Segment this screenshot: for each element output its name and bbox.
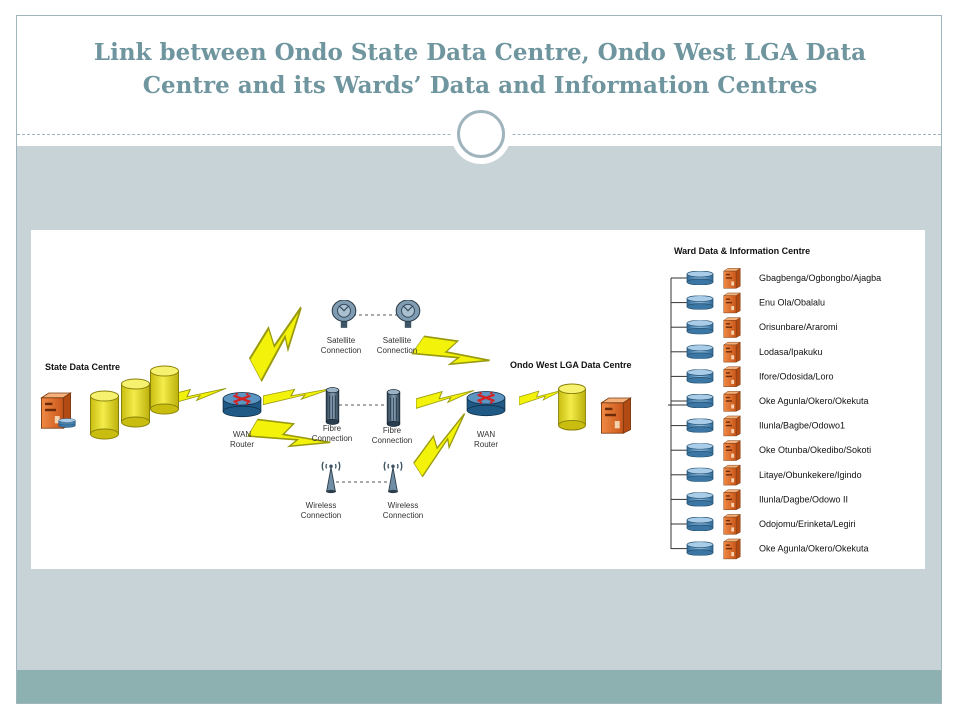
fibre-right-icon [386,389,401,427]
slide-title: Link between Ondo State Data Centre, Ond… [40,36,920,102]
fibre-right-label-2: Connection [372,436,412,445]
ward-row: Oke Agunla/Okero/Okekuta [686,538,869,560]
ornament-ring-icon [457,110,505,158]
ward-server-icon [723,366,741,388]
slide-frame [16,15,942,704]
ward-row: Ilunla/Bagbe/Odowo1 [686,415,845,437]
wan-router-left-label-2: Router [230,440,254,449]
wireless-left-label-2: Connection [301,511,341,520]
state-database-icon-2 [120,378,151,428]
wan-router-left-label-1: WAN [233,430,252,439]
fibre-left-label-1: Fibre [323,424,342,433]
ward-disk-icon [686,492,714,507]
ward-disk-icon [686,320,714,335]
lga-data-centre-label: Ondo West LGA Data Centre [510,360,632,370]
fibre-left-label-2: Connection [312,434,352,443]
ward-branch-lines [671,277,687,550]
ward-row: Oke Otunba/Okedibo/Sokoti [686,440,871,461]
ward-server-icon [723,341,741,363]
ward-centre-header: Ward Data & Information Centre [674,246,810,256]
ward-row: Odojomu/Erinketa/Legiri [686,513,856,535]
ward-disk-icon [686,443,714,458]
ward-disk-icon [686,369,714,384]
title-line-1: Link between Ondo State Data Centre, Ond… [93,39,867,66]
ward-name-label: Enu Ola/Obalalu [759,298,825,308]
ward-disk-icon [686,517,714,531]
ward-disk-icon [686,541,714,556]
state-disk-icon [58,418,76,428]
ward-row: Litaye/Obunkekere/Igindo [686,464,862,486]
fibre-right-label-1: Fibre [383,426,402,435]
ward-disk-icon [686,344,714,359]
wan-router-right-icon [465,390,507,417]
ward-name-label: Odojomu/Erinketa/Legiri [759,519,856,529]
state-data-centre-label: State Data Centre [45,362,120,372]
ward-name-label: Oke Otunba/Okedibo/Sokoti [759,445,871,455]
lga-database-icon [558,383,586,431]
ward-server-icon [723,513,741,535]
footer-band [17,670,941,703]
ward-row: Orisunbare/Araromi [686,317,838,338]
ward-server-icon [723,317,741,338]
wan-router-right-label-1: WAN [477,430,496,439]
ward-disk-icon [686,418,714,433]
ward-row: Gbagbenga/Ogbongbo/Ajagba [686,267,881,289]
ward-name-label: Gbagbenga/Ogbongbo/Ajagba [759,273,881,283]
ward-name-label: Lodasa/Ipakuku [759,347,823,357]
ward-server-icon [723,267,741,289]
network-diagram: State Data Centre WAN Router Satellite C… [31,230,925,569]
wireless-right-label-2: Connection [383,511,423,520]
ward-row: Lodasa/Ipakuku [686,341,823,363]
title-line-2: Centre and its Wards’ Data and Informati… [142,72,818,99]
ward-row: Ifore/Odosida/Loro [686,366,834,388]
ward-name-label: Ifore/Odosida/Loro [759,371,834,381]
ward-server-icon [723,464,741,486]
satellite-right-label-1: Satellite [383,336,412,345]
ward-server-icon [723,489,741,511]
satellite-left-label-2: Connection [321,346,361,355]
ward-disk-icon [686,467,714,482]
ward-server-icon [723,538,741,560]
ward-name-label: Ilunla/Bagbe/Odowo1 [759,421,845,431]
ward-server-icon [723,440,741,461]
ward-row: Ilunla/Dagbe/Odowo II [686,489,848,511]
wireless-right-label-1: Wireless [388,501,419,510]
wan-router-left-icon [221,391,263,418]
ward-disk-icon [686,295,714,310]
ward-name-label: Orisunbare/Araromi [759,322,838,332]
ward-server-icon [723,390,741,412]
ward-disk-icon [686,271,714,285]
ward-disk-icon [686,394,714,408]
wireless-left-label-1: Wireless [306,501,337,510]
ward-name-label: Litaye/Obunkekere/Igindo [759,470,862,480]
lga-server-icon [600,397,632,434]
wan-router-right-label-2: Router [474,440,498,449]
fibre-left-icon [325,387,340,425]
ward-row: Oke Agunla/Okero/Okekuta [686,390,869,412]
ward-server-icon [723,415,741,437]
ward-name-label: Ilunla/Dagbe/Odowo II [759,494,848,504]
ward-name-label: Oke Agunla/Okero/Okekuta [759,544,869,554]
satellite-left-label-1: Satellite [327,336,356,345]
state-database-icon-3 [149,365,180,415]
ward-row: Enu Ola/Obalalu [686,292,825,314]
satellite-right-label-2: Connection [377,346,417,355]
ward-server-icon [723,292,741,314]
state-database-icon-1 [89,390,120,440]
ward-name-label: Oke Agunla/Okero/Okekuta [759,396,869,406]
